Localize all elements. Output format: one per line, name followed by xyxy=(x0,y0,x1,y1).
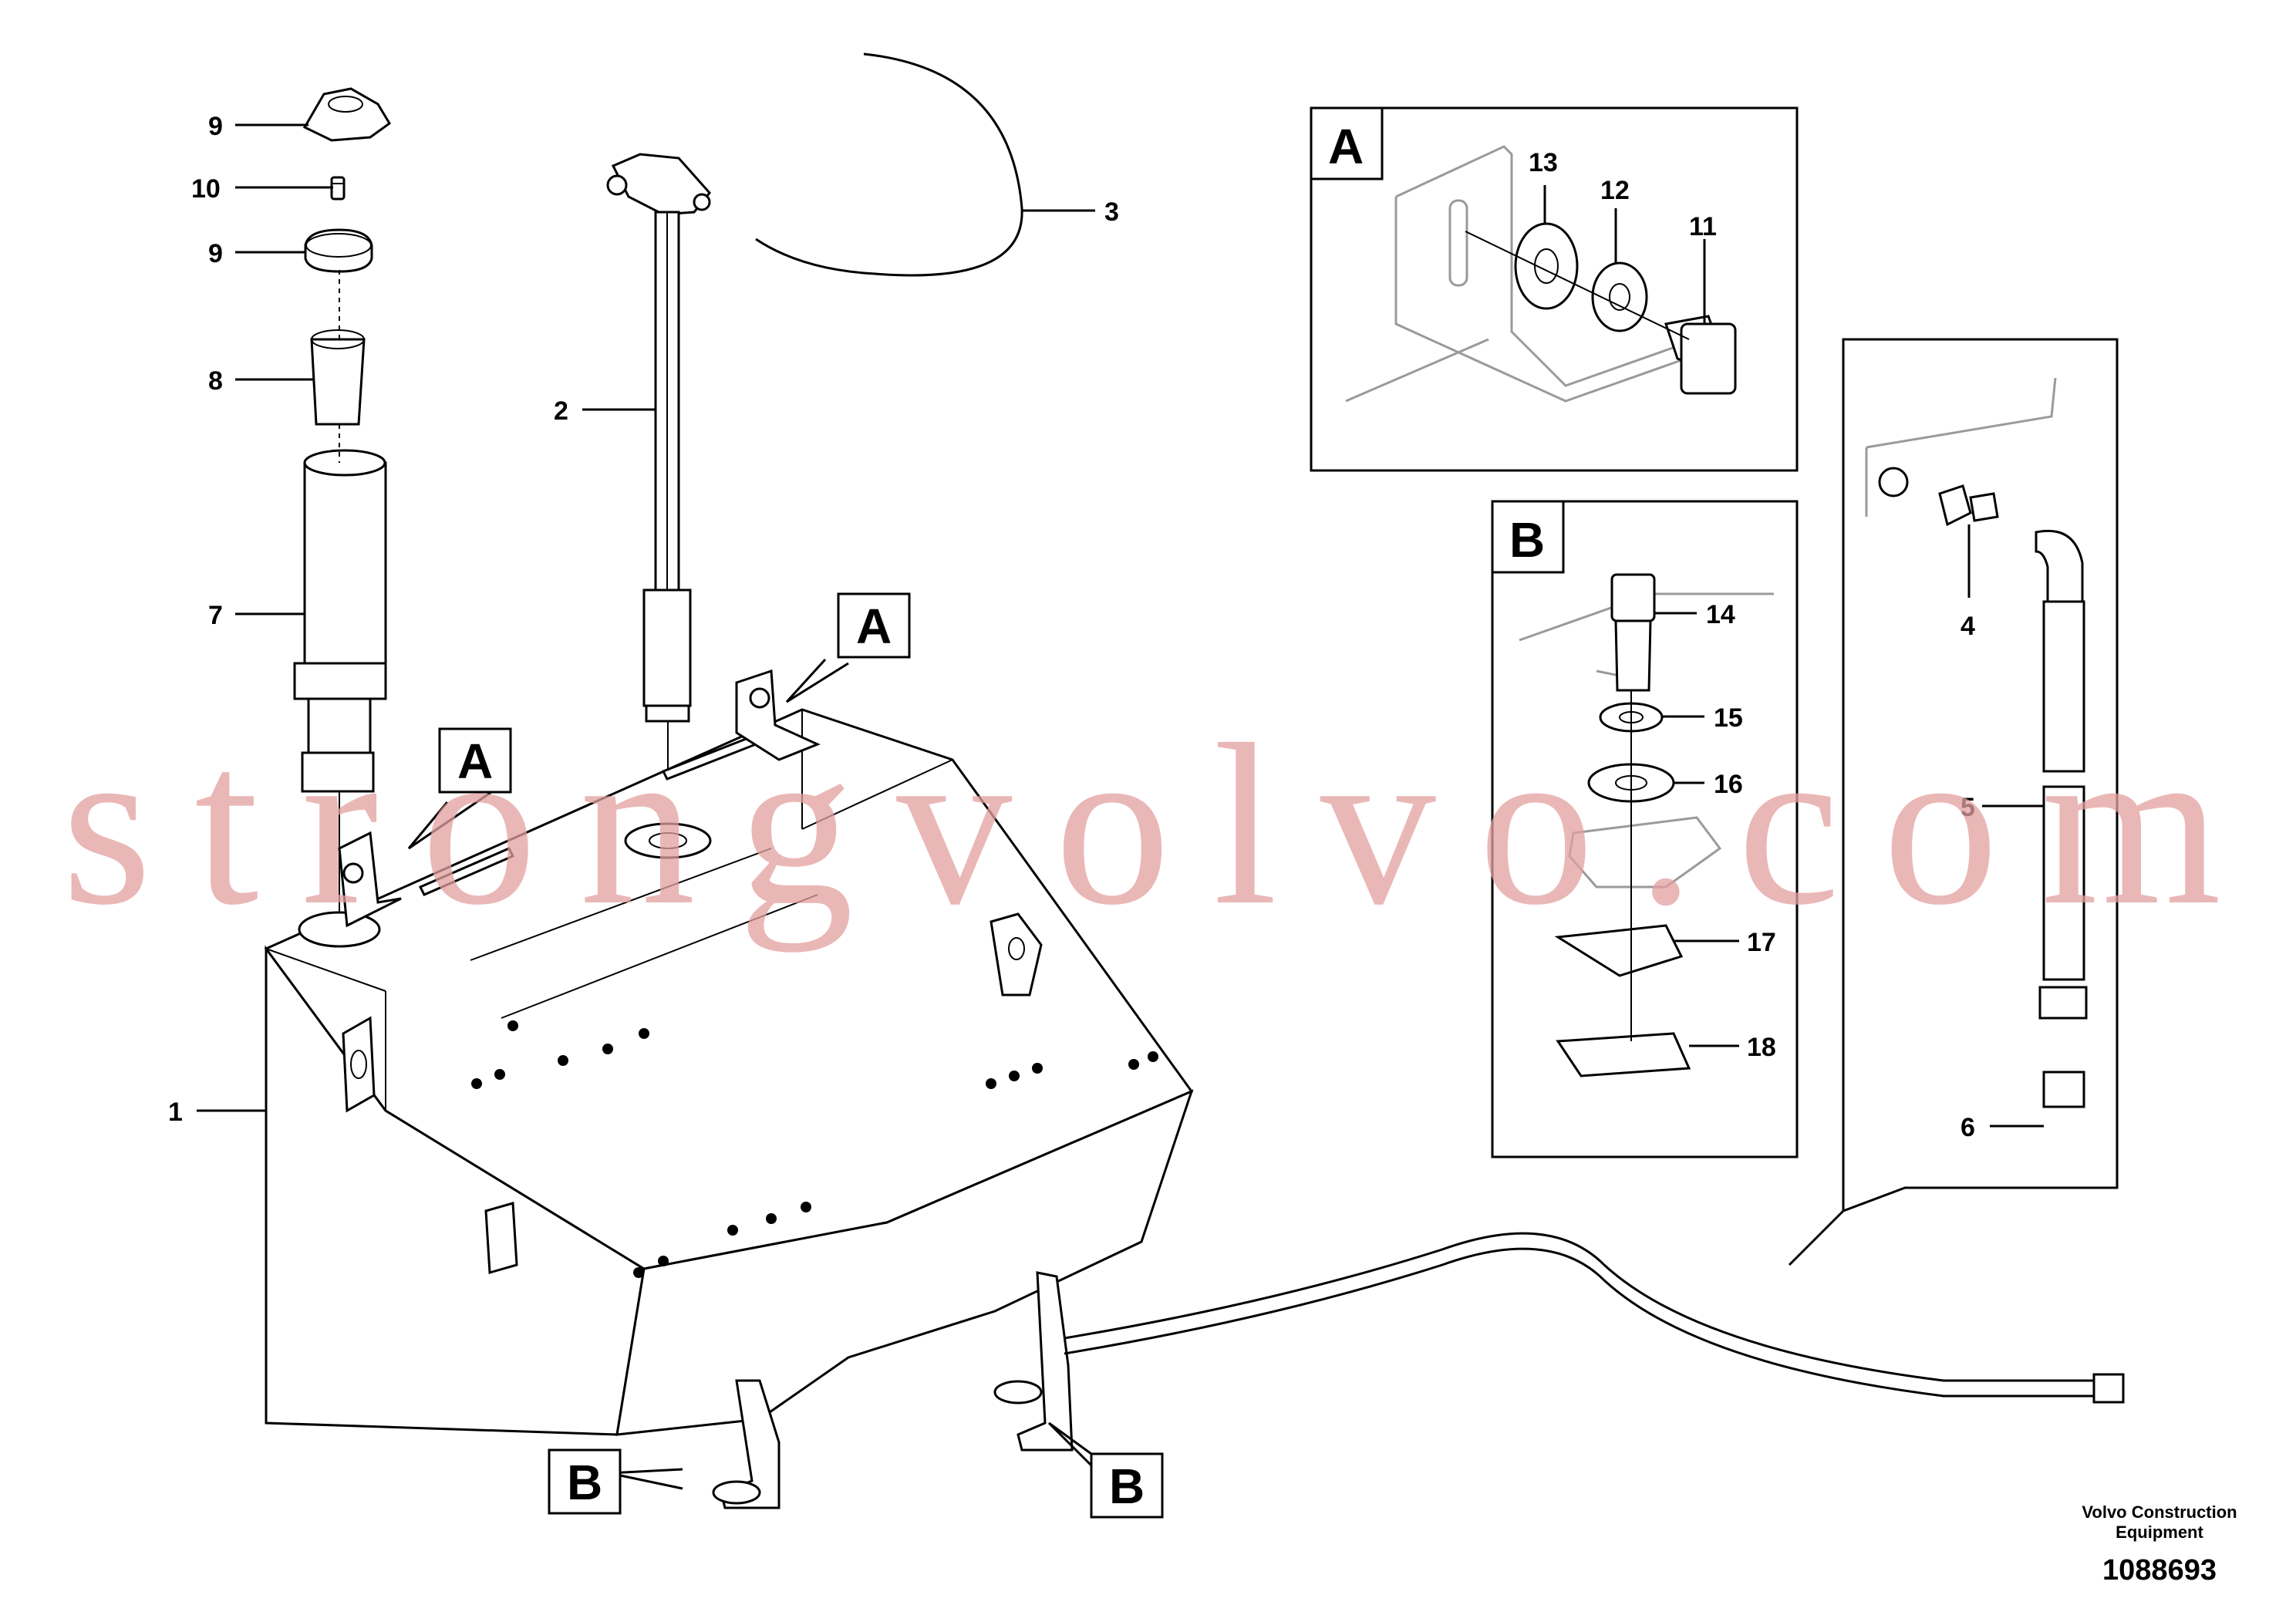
part-number-3: 3 xyxy=(1104,197,1119,227)
part-number-8: 8 xyxy=(208,366,223,396)
part-number-13: 13 xyxy=(1529,148,1558,177)
part-number-16: 16 xyxy=(1714,770,1743,799)
fuel-line-run-2 xyxy=(1064,1247,2121,1398)
fuel-line-end-fitting xyxy=(2092,1373,2125,1404)
part-number-labels: 9 10 9 8 7 2 3 1 13 12 11 14 15 16 17 18… xyxy=(168,112,1975,1142)
fuel-tank-1 xyxy=(264,669,1194,1509)
wire-3 xyxy=(755,52,1023,277)
leader-lines xyxy=(197,123,2044,1490)
fuel-line-run xyxy=(1064,1232,2121,1382)
part-number-10: 10 xyxy=(191,174,221,204)
detail-hose-panel xyxy=(1788,338,2119,1266)
part-number-1: 1 xyxy=(168,1098,183,1127)
part-number-14: 14 xyxy=(1706,600,1735,629)
detail-callouts: A B A A B B xyxy=(438,119,1545,1519)
brand-line-1: Volvo Construction xyxy=(2082,1502,2237,1522)
tank-bolt-holes xyxy=(471,1020,1158,1278)
part-number-15: 15 xyxy=(1714,703,1743,733)
part-number-9-top: 9 xyxy=(208,112,223,141)
part-number-6: 6 xyxy=(1961,1113,1975,1142)
brand-line-2: Equipment xyxy=(2116,1523,2203,1542)
level-sender-2 xyxy=(606,153,711,837)
callout-a-tank-left: A xyxy=(457,733,493,789)
part-number-11: 11 xyxy=(1689,212,1717,241)
detail-a-box-label: A xyxy=(1328,119,1364,174)
callout-b-foot-right: B xyxy=(1109,1458,1145,1514)
callout-a-tank-right: A xyxy=(856,599,892,654)
filler-pipe-7 xyxy=(293,449,387,793)
strainer-8 xyxy=(310,329,366,426)
part-number-18: 18 xyxy=(1747,1033,1776,1062)
part-number-12: 12 xyxy=(1600,176,1630,205)
part-number-4: 4 xyxy=(1961,612,1975,641)
callout-b-foot-left: B xyxy=(567,1455,602,1510)
part-number-7: 7 xyxy=(208,601,223,630)
part-number-5: 5 xyxy=(1961,793,1975,822)
part-number-9-lower: 9 xyxy=(208,239,223,268)
detail-b-box-label: B xyxy=(1509,512,1545,568)
detail-a-panel xyxy=(1310,106,1799,472)
filler-cap-9-top xyxy=(302,87,391,142)
drawing-footer: Volvo Construction Equipment 1088693 xyxy=(2082,1502,2237,1587)
part-number-17: 17 xyxy=(1747,928,1776,957)
screw-10 xyxy=(330,176,346,201)
drawing-number: 1088693 xyxy=(2102,1554,2217,1587)
filler-cap-9-lower xyxy=(304,228,373,273)
part-number-2: 2 xyxy=(554,396,568,426)
